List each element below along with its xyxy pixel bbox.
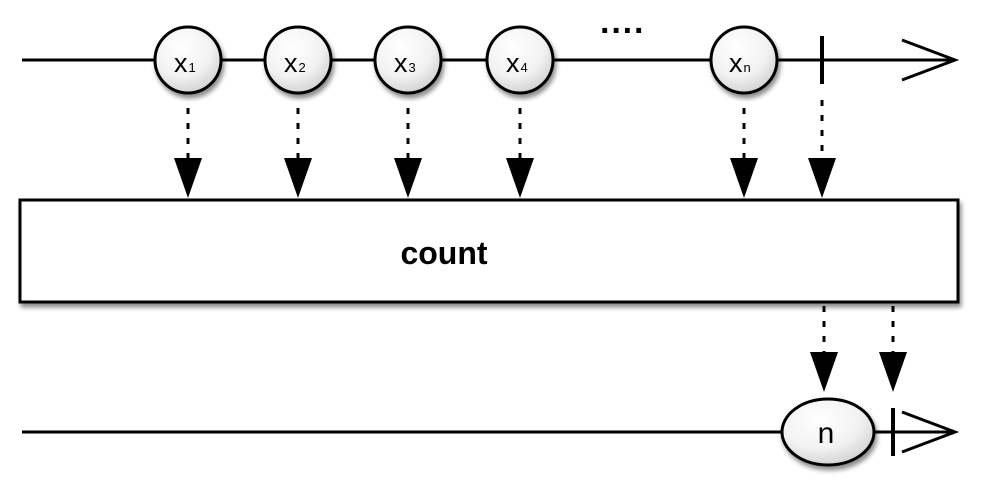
- marble-x3: [373, 25, 443, 95]
- marble-x2: [263, 25, 333, 95]
- marble-x4: [485, 25, 555, 95]
- marble-x4-label: x4: [506, 48, 528, 78]
- arrow-operator-to-result: [810, 306, 838, 392]
- input-arrows: [174, 100, 836, 198]
- output-timeline: n: [22, 397, 960, 467]
- input-ellipsis: ····: [600, 12, 645, 50]
- output-arrows: [810, 306, 907, 392]
- marble-x2-label: x2: [284, 48, 306, 78]
- result-marble: [780, 397, 876, 467]
- arrow-xn-to-operator: [730, 108, 758, 198]
- arrow-completion-to-operator: [808, 100, 836, 198]
- output-timeline-arrowhead: [901, 410, 960, 454]
- input-marbles: x1 x2 x3 x4 ···· xn: [153, 12, 779, 95]
- arrow-x3-to-operator: [394, 108, 422, 198]
- marble-xn-label: xn: [729, 48, 751, 78]
- operator-label: count: [400, 235, 487, 271]
- arrow-x2-to-operator: [284, 108, 312, 198]
- marble-x1: [153, 25, 223, 95]
- arrow-x1-to-operator: [174, 108, 202, 198]
- result-marble-label: n: [818, 417, 835, 450]
- arrow-operator-to-completion: [879, 306, 907, 392]
- arrow-x4-to-operator: [506, 108, 534, 198]
- operator-box: [18, 198, 960, 304]
- marble-x1-label: x1: [174, 48, 196, 78]
- marble-xn: [709, 25, 779, 95]
- input-timeline-arrowhead: [901, 38, 960, 82]
- marble-x3-label: x3: [394, 48, 416, 78]
